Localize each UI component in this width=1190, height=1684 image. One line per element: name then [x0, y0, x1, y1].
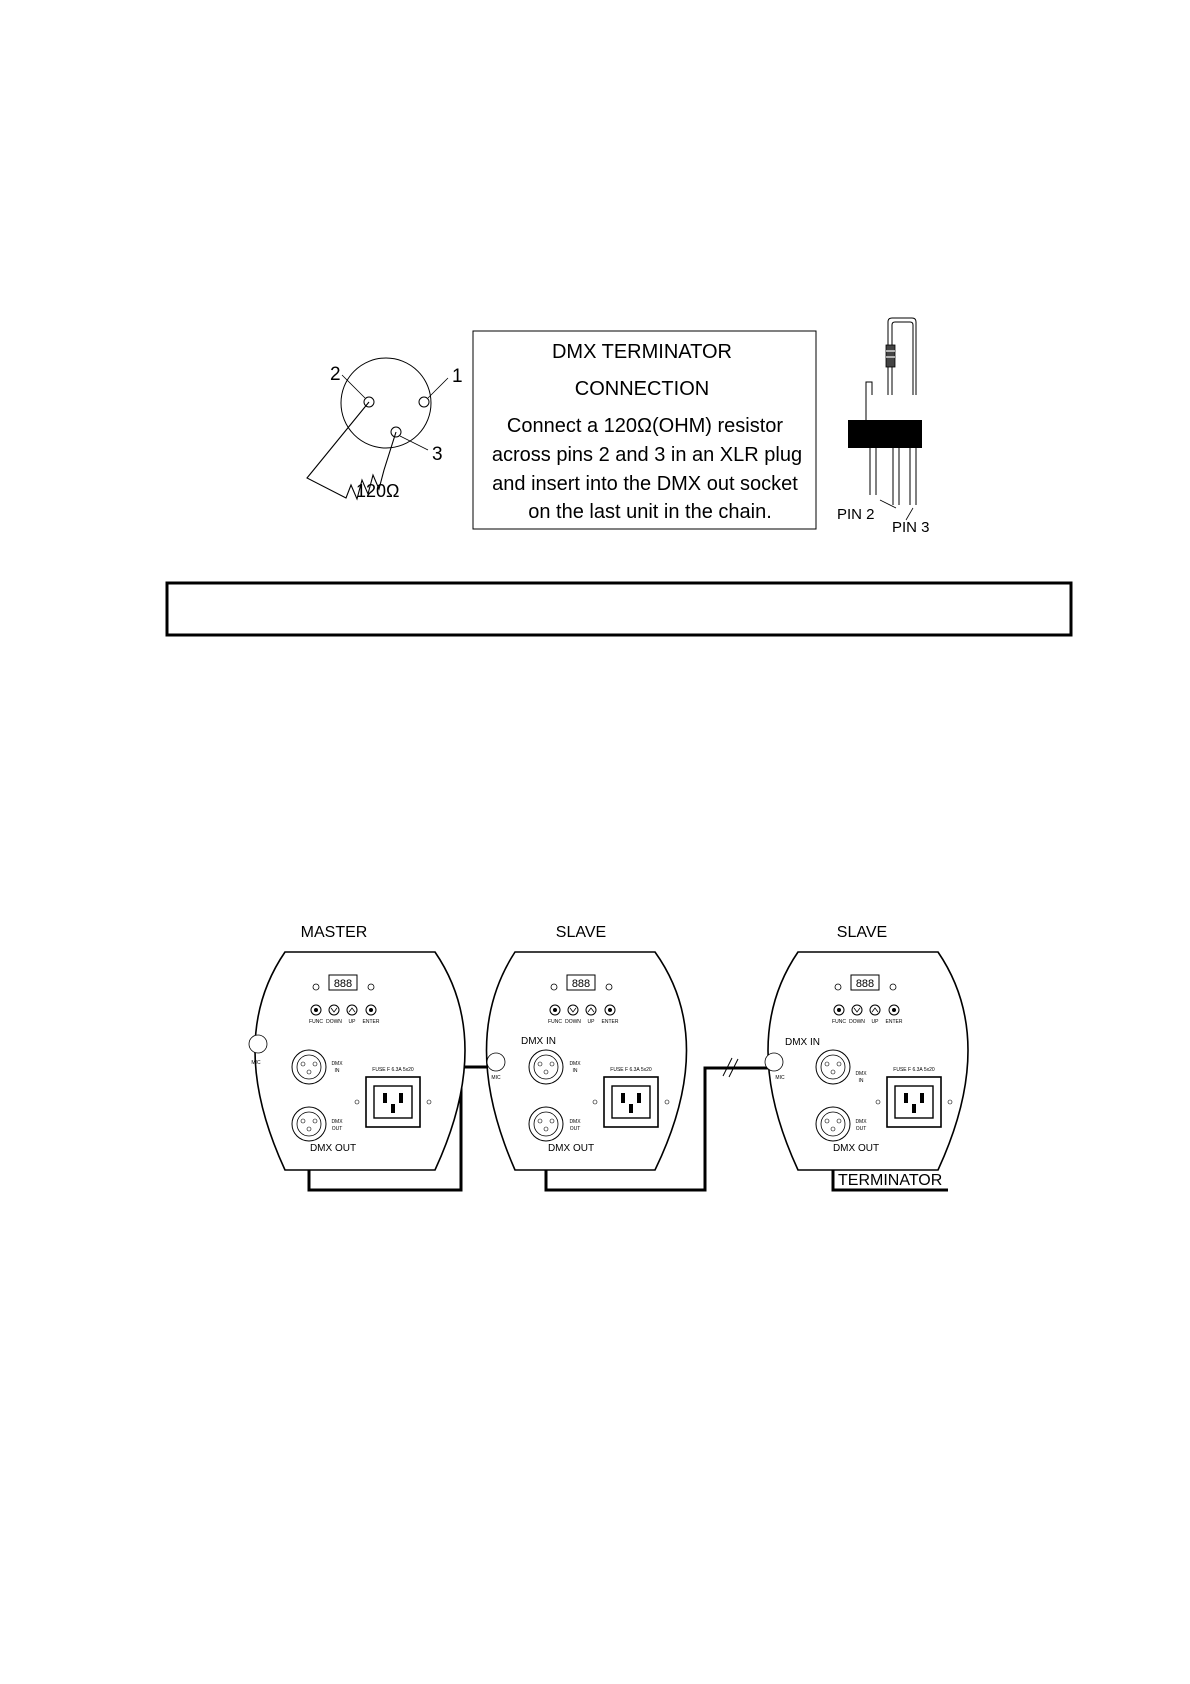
unit-slave-2-display [850, 974, 880, 991]
pin-2-label: 2 [330, 364, 341, 385]
terminator-info-box: DMX TERMINATOR CONNECTION Connect a 120Ω… [472, 330, 817, 530]
unit-slave-1-down-button [567, 1004, 579, 1016]
pin-3-label: 3 [432, 444, 443, 465]
svg-text:DOWN: DOWN [565, 1019, 581, 1025]
svg-text:888: 888 [334, 978, 352, 990]
unit-master-display [328, 974, 358, 991]
xlr-pin-1-hole [418, 396, 430, 408]
svg-text:DMX: DMX [569, 1061, 581, 1067]
xlr-pinout-diagram: 2 1 3 120Ω [306, 357, 463, 501]
unit-slave-2: SLAVE 888 FUNC DOWN UP ENTER DMX IN MIC [764, 924, 969, 1171]
unit-master-mic [248, 1034, 268, 1054]
pin-3-leader [399, 435, 429, 451]
unit-slave-2-dmx-out-label: DMX OUT [833, 1143, 879, 1154]
svg-text:DMX: DMX [331, 1061, 343, 1067]
xlr-pin-2-hole [363, 396, 375, 408]
info-line-5: and insert into the DMX out socket [492, 473, 798, 495]
svg-text:IN: IN [859, 1078, 864, 1084]
svg-text:OUT: OUT [332, 1126, 343, 1132]
info-line-6: on the last unit in the chain. [528, 501, 772, 523]
resistor-loop-inner [891, 321, 914, 395]
svg-text:888: 888 [856, 978, 874, 990]
svg-text:UP: UP [872, 1019, 880, 1025]
unit-master-dmx-out-label: DMX OUT [310, 1143, 356, 1154]
resistor-body [885, 344, 896, 368]
svg-text:DOWN: DOWN [326, 1019, 342, 1025]
svg-text:ENTER: ENTER [602, 1019, 619, 1025]
svg-text:UP: UP [349, 1019, 357, 1025]
info-line-3: Connect a 120Ω(OHM) resistor [507, 415, 783, 437]
pin-2-leader [341, 374, 366, 399]
svg-text:DMX: DMX [569, 1119, 581, 1125]
info-line-4: across pins 2 and 3 in an XLR plug [492, 444, 802, 466]
unit-slave-1-dmx-out-label: DMX OUT [548, 1143, 594, 1154]
plug-insulator-block [848, 420, 922, 448]
svg-text:IN: IN [573, 1068, 578, 1074]
svg-text:888: 888 [572, 978, 590, 990]
terminator-label: TERMINATOR [838, 1172, 942, 1189]
xlr-pin-3-hole [390, 426, 402, 438]
resistor-loop-outer [887, 317, 917, 395]
svg-text:FUSE F 6.3A 5x20: FUSE F 6.3A 5x20 [372, 1067, 414, 1073]
svg-text:MIC: MIC [775, 1075, 785, 1081]
svg-text:FUNC: FUNC [832, 1019, 846, 1025]
unit-master-body [254, 951, 466, 1171]
section-heading-bar [165, 581, 1073, 637]
svg-text:FUSE F 6.3A 5x20: FUSE F 6.3A 5x20 [893, 1067, 935, 1073]
unit-master-up-button [346, 1004, 358, 1016]
unit-master: MASTER 888 FUNC DOWN UP ENTER MIC [248, 924, 466, 1171]
info-box-frame [472, 330, 817, 530]
svg-text:DMX: DMX [855, 1119, 867, 1125]
unit-slave-1-title: SLAVE [556, 924, 606, 941]
unit-master-down-button [328, 1004, 340, 1016]
info-line-1: DMX TERMINATOR [552, 341, 732, 363]
unit-slave-2-down-button [851, 1004, 863, 1016]
svg-text:UP: UP [588, 1019, 596, 1025]
resistor-label: 120Ω [356, 481, 400, 501]
svg-text:DMX: DMX [331, 1119, 343, 1125]
svg-text:OUT: OUT [570, 1126, 581, 1132]
pin-1-label: 1 [452, 366, 463, 387]
unit-slave-1-up-button [585, 1004, 597, 1016]
svg-text:ENTER: ENTER [363, 1019, 380, 1025]
svg-text:FUNC: FUNC [309, 1019, 323, 1025]
svg-text:FUSE F 6.3A 5x20: FUSE F 6.3A 5x20 [610, 1067, 652, 1073]
unit-slave-2-title: SLAVE [837, 924, 887, 941]
plug-pin-3-label: PIN 3 [892, 519, 930, 536]
unit-master-title: MASTER [301, 924, 368, 941]
svg-text:DMX: DMX [855, 1071, 867, 1077]
svg-text:ENTER: ENTER [886, 1019, 903, 1025]
plug-pin-2-label: PIN 2 [837, 506, 875, 523]
svg-text:MIC: MIC [491, 1075, 501, 1081]
xlr-socket-outline [340, 357, 432, 449]
plug-side-view: PIN 2 PIN 3 [837, 317, 930, 536]
cable-break-mark-b [728, 1058, 739, 1078]
svg-text:MIC: MIC [251, 1060, 261, 1066]
unit-slave-2-mic [764, 1052, 784, 1072]
unit-slave-1-display [566, 974, 596, 991]
dmx-chain-diagram: TERMINATOR MASTER 888 FUNC DOWN UP ENTER… [248, 924, 969, 1192]
pin-1-leader [427, 377, 449, 399]
unit-slave-2-up-button [869, 1004, 881, 1016]
resistor-wire [306, 401, 397, 501]
unit-slave-1: SLAVE 888 FUNC DOWN UP ENTER DMX IN MIC [485, 924, 688, 1171]
unit-slave-1-dmx-in-label: DMX IN [521, 1036, 556, 1047]
svg-text:FUNC: FUNC [548, 1019, 562, 1025]
info-line-2: CONNECTION [575, 378, 709, 400]
unit-slave-1-mic [486, 1052, 506, 1072]
svg-text:IN: IN [335, 1068, 340, 1074]
cable-break-mark-a [722, 1057, 733, 1077]
unit-slave-2-dmx-in-label: DMX IN [785, 1037, 820, 1048]
svg-text:OUT: OUT [856, 1126, 867, 1132]
svg-text:DOWN: DOWN [849, 1019, 865, 1025]
